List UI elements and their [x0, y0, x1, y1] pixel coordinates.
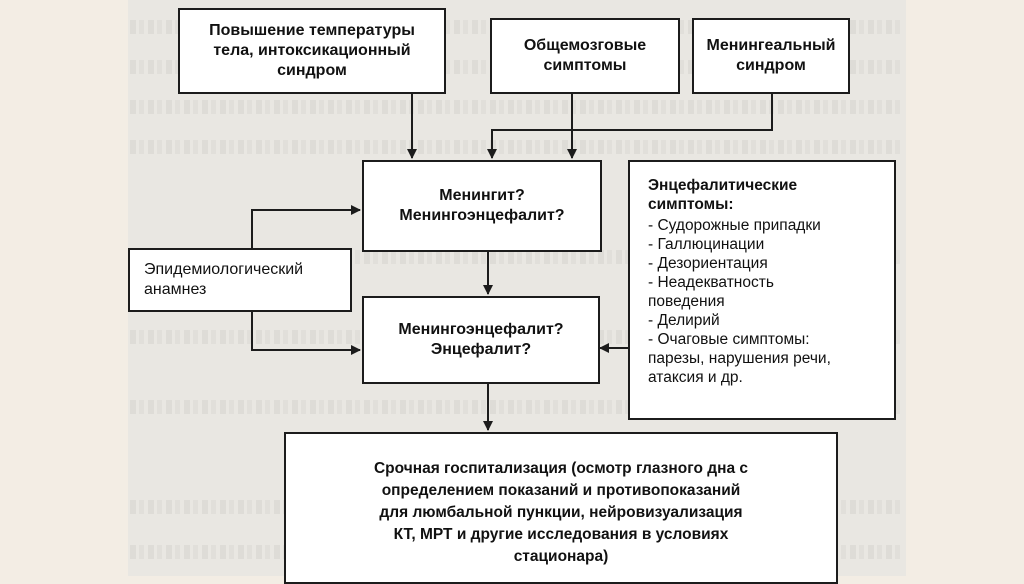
background-text-line	[130, 140, 900, 154]
encephalitic-symptoms-title: Энцефалитические симптомы:	[648, 177, 798, 213]
arrow-meningeal-to-meningitis	[487, 94, 773, 159]
background-text-line	[130, 100, 900, 114]
cerebral-symptoms-box: Общемозговые симптомы	[490, 18, 680, 94]
symptom-delirium: - Делирий	[648, 312, 720, 329]
encephalitic-symptoms-box: Энцефалитические симптомы: - Судорожные …	[628, 160, 896, 420]
fever-intoxication-box: Повышение температуры тела, интоксикацио…	[178, 8, 446, 94]
symptom-inadequate-behavior: - Неадекватность поведения	[648, 274, 774, 310]
arrow-epidemiology-to-meningitis	[251, 205, 361, 248]
symptom-disorientation: - Дезориентация	[648, 255, 768, 272]
arrow-epidemiology-to-encephalitis	[251, 312, 361, 355]
epidemiological-history-box: Эпидемиологический анамнез	[128, 248, 352, 312]
meningeal-syndrome-box: Менингеальный синдром	[692, 18, 850, 94]
symptom-seizures: - Судорожные припадки	[648, 217, 821, 234]
encephalitis-box: Менингоэнцефалит? Энцефалит?	[362, 296, 600, 384]
meningitis-box: Менингит? Менингоэнцефалит?	[362, 160, 602, 252]
urgent-hospitalization-box: Срочная госпитализация (осмотр глазного …	[284, 432, 838, 584]
symptom-hallucinations: - Галлюцинации	[648, 236, 765, 253]
symptom-focal: - Очаговые симптомы: парезы, нарушения р…	[648, 331, 831, 386]
